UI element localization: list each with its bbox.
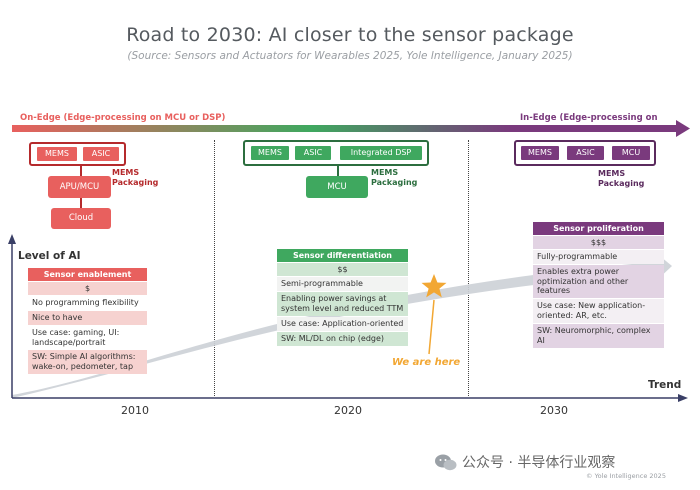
y-axis-label: Level of AI <box>18 250 81 262</box>
chip-asic-2030: ASIC <box>567 146 604 160</box>
table-row: $$$ <box>533 236 664 249</box>
on-edge-label: On-Edge (Edge-processing on MCU or DSP) <box>20 113 226 123</box>
we-are-here-label: We are here <box>392 357 461 368</box>
package-label-2020: MEMS Packaging <box>371 168 418 187</box>
chip-asic-2020: ASIC <box>295 146 331 160</box>
table-title-2010: Sensor enablement <box>28 268 147 281</box>
year-2020: 2020 <box>334 404 362 417</box>
table-title-2030: Sensor proliferation <box>533 222 664 235</box>
page-title: Road to 2030: AI closer to the sensor pa… <box>126 24 574 46</box>
package-box-2020 <box>243 140 429 166</box>
chip-asic-2010: ASIC <box>83 147 119 161</box>
table-row: Enabling power savings at system level a… <box>277 292 408 316</box>
year-2010: 2010 <box>121 404 149 417</box>
table-row: $ <box>28 282 147 295</box>
separator-2025 <box>468 140 469 396</box>
chip-mems-2030: MEMS <box>521 146 559 160</box>
star-icon <box>421 274 447 298</box>
we-are-here-marker <box>421 274 447 355</box>
table-row: SW: Neuromorphic, complex AI <box>533 324 664 348</box>
watermark-text: 公众号 · 半导体行业观察 <box>462 455 616 471</box>
table-row: Nice to have <box>28 311 147 325</box>
processor-apu-mcu: APU/MCU <box>48 176 111 198</box>
in-edge-label: In-Edge (Edge-processing on <box>520 113 658 123</box>
table-row: Semi-programmable <box>277 277 408 291</box>
processor-cloud: Cloud <box>51 208 111 229</box>
package-label-2030: MEMS Packaging <box>598 169 645 188</box>
package-box-2010 <box>29 142 126 166</box>
table-row: Use case: gaming, UI: landscape/portrait <box>28 326 147 349</box>
x-axis-label: Trend <box>648 379 682 391</box>
copyright-text: © Yole Intelligence 2025 <box>586 472 666 480</box>
table-row: No programming flexibility <box>28 296 147 310</box>
table-row: Use case: New application-oriented: AR, … <box>533 299 664 323</box>
table-row: Fully-programmable <box>533 250 664 264</box>
table-row: SW: ML/DL on chip (edge) <box>277 332 408 346</box>
chip-mems-2010: MEMS <box>37 147 77 161</box>
page-subtitle: (Source: Sensors and Actuators for Weara… <box>127 50 573 62</box>
chip-dsp-2020: Integrated DSP <box>340 146 422 160</box>
chip-mcu-2030: MCU <box>612 146 650 160</box>
table-title-2020: Sensor differentiation <box>277 249 408 262</box>
separator-2015 <box>214 140 215 396</box>
connector-2020 <box>337 164 339 178</box>
table-row: Enables extra power optimization and oth… <box>533 265 664 298</box>
year-2030: 2030 <box>540 404 568 417</box>
wechat-icon <box>435 454 457 471</box>
package-label-2010: MEMS Packaging <box>112 168 159 187</box>
table-row: $$ <box>277 263 408 276</box>
timeline-arrow <box>12 120 690 137</box>
trend-area <box>8 234 688 402</box>
table-row: Use case: Application-oriented <box>277 317 408 331</box>
table-row: SW: Simple AI algorithms: wake-on, pedom… <box>28 350 147 374</box>
processor-mcu-2020: MCU <box>306 176 368 198</box>
chip-mems-2020: MEMS <box>251 146 289 160</box>
package-box-2030 <box>514 140 656 166</box>
